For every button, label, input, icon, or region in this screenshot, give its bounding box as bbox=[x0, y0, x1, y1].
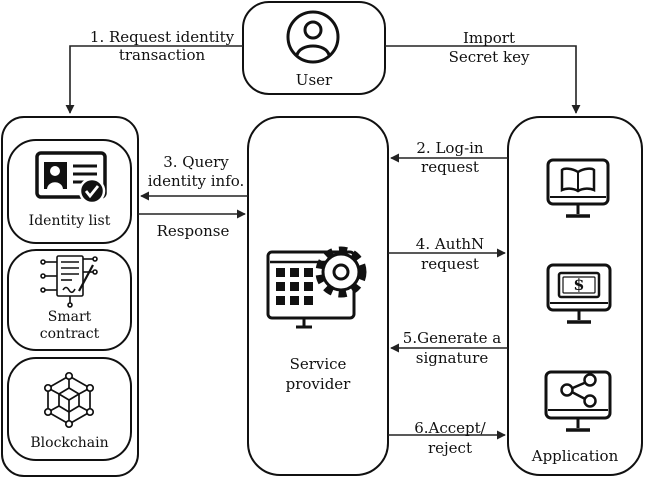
query-line-1: 3. Query bbox=[163, 153, 229, 171]
authn-line-2: request bbox=[421, 255, 479, 273]
generate-label: 5.Generate a signature bbox=[400, 328, 504, 368]
identity-list-label: Identity list bbox=[28, 213, 111, 229]
share-monitor-icon bbox=[544, 370, 612, 432]
arrow-request-identity bbox=[65, 45, 243, 114]
query-line-2: identity info. bbox=[147, 172, 245, 190]
accept-line-1: 6.Accept/ bbox=[414, 419, 486, 437]
user-label: User bbox=[295, 71, 333, 89]
accept-line-2: reject bbox=[427, 439, 472, 457]
smart-contract-line-1: Smart bbox=[47, 309, 92, 325]
accept-label: 6.Accept/ reject bbox=[398, 418, 502, 458]
user-icon bbox=[286, 10, 340, 64]
user-box bbox=[242, 1, 386, 95]
response-label: Response bbox=[156, 222, 230, 240]
authn-line-1: 4. AuthN bbox=[415, 235, 485, 253]
arrow-import-key bbox=[385, 45, 581, 114]
request-identity-line-1: 1. Request identity bbox=[89, 28, 235, 46]
login-label: 2. Log-in request bbox=[402, 139, 498, 177]
generate-line-2: signature bbox=[415, 349, 489, 367]
login-line-1: 2. Log-in bbox=[416, 139, 484, 157]
blockchain-icon bbox=[43, 371, 95, 429]
dollar-monitor-icon bbox=[546, 263, 612, 324]
service-provider-label: Service provider bbox=[258, 354, 378, 394]
authn-label: 4. AuthN request bbox=[398, 234, 502, 274]
request-identity-line-2: transaction bbox=[118, 46, 206, 64]
service-provider-line-2: provider bbox=[285, 375, 351, 393]
blockchain-label: Blockchain bbox=[30, 435, 109, 451]
request-identity-label: 1. Request identity transaction bbox=[80, 28, 244, 64]
service-monitor-icon bbox=[266, 246, 367, 329]
application-label: Application bbox=[531, 447, 619, 465]
smart-contract-icon bbox=[40, 255, 98, 308]
service-provider-line-1: Service bbox=[289, 355, 347, 373]
import-key-label: Import Secret key bbox=[430, 29, 548, 67]
smart-contract-label: Smart contract bbox=[10, 309, 129, 343]
query-label: 3. Query identity info. bbox=[144, 153, 248, 191]
dollar-sign-icon: $ bbox=[573, 275, 585, 294]
import-key-line-2: Secret key bbox=[448, 48, 530, 66]
import-key-line-1: Import bbox=[463, 29, 515, 47]
id-card-icon bbox=[35, 151, 107, 205]
book-monitor-icon bbox=[546, 158, 610, 218]
login-line-2: request bbox=[421, 158, 479, 176]
generate-line-1: 5.Generate a bbox=[402, 329, 502, 347]
smart-contract-line-2: contract bbox=[39, 326, 100, 342]
